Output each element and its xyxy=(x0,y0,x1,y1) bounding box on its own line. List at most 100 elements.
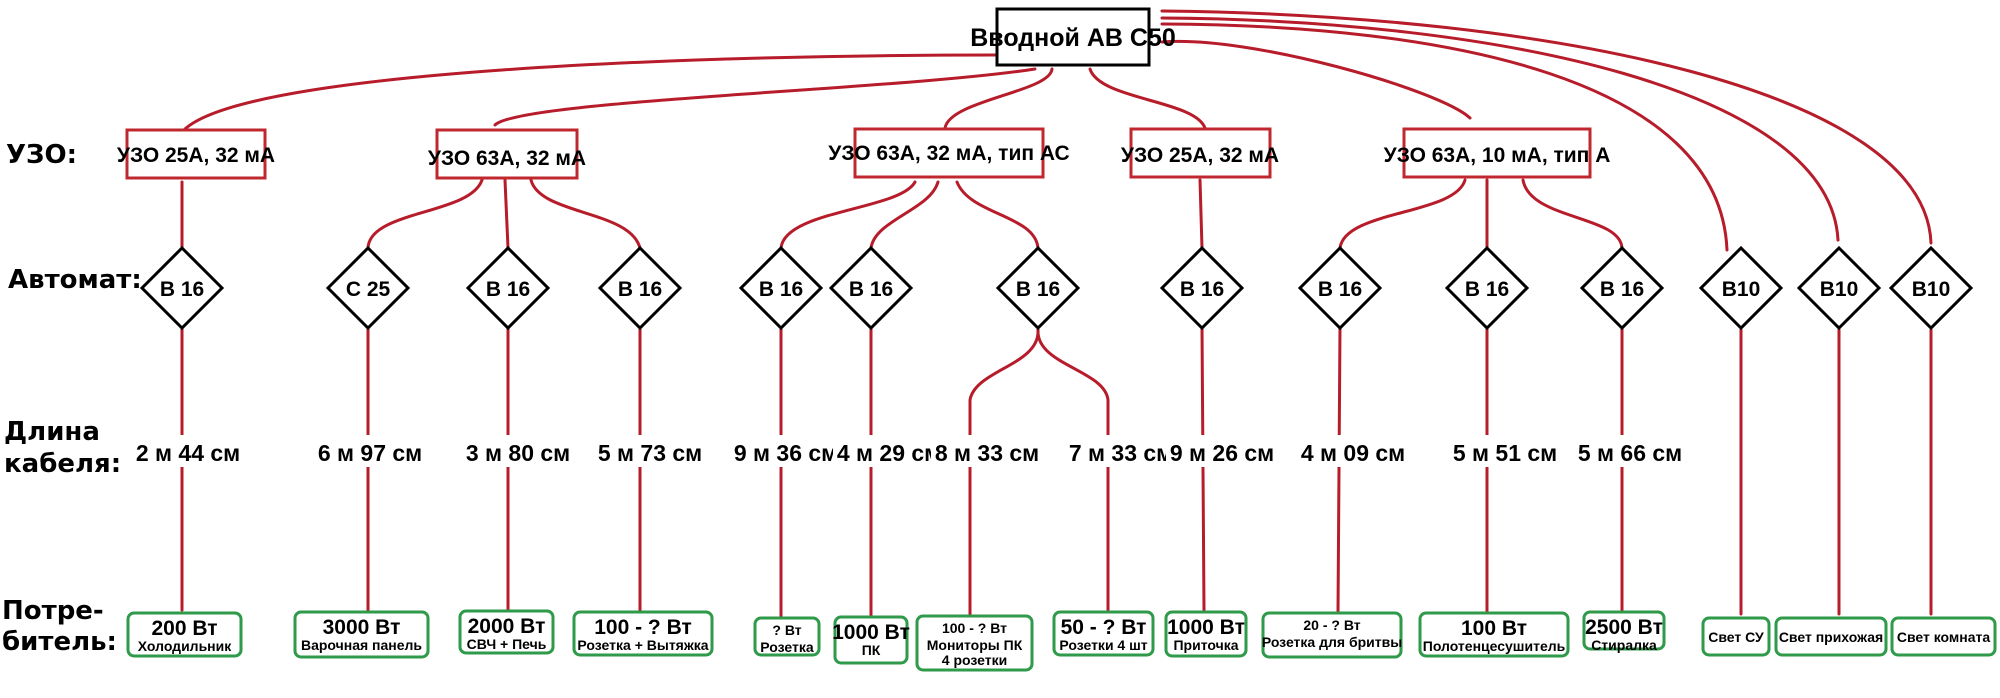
consumer-box xyxy=(1582,610,1666,651)
cable-length-label: 5 м 73 см xyxy=(598,440,702,466)
consumer-name: Варочная панель xyxy=(301,637,422,653)
consumer-name: Приточка xyxy=(1173,637,1238,653)
rcd-4[interactable]: УЗО 25А, 32 мА xyxy=(1121,127,1279,179)
breaker-diamond xyxy=(465,245,551,331)
wire-main-to-rcd-5 xyxy=(1160,39,1472,120)
rcd-1[interactable]: УЗО 25А, 32 мА xyxy=(117,128,275,180)
row-labels: УЗО: Автомат: Длина кабеля: Потре- бител… xyxy=(2,140,142,657)
cable-length-11: 5 м 51 см xyxy=(1449,435,1561,467)
cable-length-10: 4 м 09 см xyxy=(1297,435,1409,467)
rcd-3[interactable]: УЗО 63А, 32 мА, тип АС xyxy=(828,127,1070,179)
breaker-8[interactable]: B 16 xyxy=(1159,245,1245,331)
breaker-9[interactable]: B 16 xyxy=(1297,245,1383,331)
consumer-box xyxy=(1890,616,1997,657)
wire-rcd-3-to-breaker-7 xyxy=(955,180,1040,250)
rcd-2[interactable]: УЗО 63А, 32 мА xyxy=(428,128,586,180)
consumer-name: Свет прихожая xyxy=(1779,629,1883,645)
consumer-power: 100 - ? Вт xyxy=(942,620,1007,636)
rcd-label: УЗО 63А, 10 мА, тип А xyxy=(1384,144,1611,167)
cable-length-9: 9 м 26 см xyxy=(1166,435,1278,467)
consumer-power: 3000 Вт xyxy=(323,616,401,639)
cable-length-1: 2 м 44 см xyxy=(132,435,244,467)
breaker-5[interactable]: B 16 xyxy=(738,245,824,331)
breaker-1[interactable]: B 16 xyxy=(139,245,225,331)
consumer-13[interactable]: Свет СУ xyxy=(1701,616,1771,657)
rcd-label: УЗО 25А, 32 мА xyxy=(117,144,275,167)
consumer-box xyxy=(458,609,555,655)
cable-length-7: 8 м 33 см xyxy=(931,435,1043,467)
breaker-diamond xyxy=(1698,245,1784,331)
cable-length-label: 2 м 44 см xyxy=(136,440,240,466)
breaker-label: B 16 xyxy=(160,278,204,301)
rcd-box xyxy=(1402,127,1592,179)
breaker-3[interactable]: B 16 xyxy=(465,245,551,331)
breaker-diamond xyxy=(139,245,225,331)
row-label-rcd: УЗО: xyxy=(6,140,77,170)
cable-length-background xyxy=(1065,435,1177,467)
wire-breaker-9-to-consumer-10 xyxy=(1336,325,1342,614)
consumer-14[interactable]: Свет прихожая xyxy=(1774,616,1888,657)
breaker-4[interactable]: B 16 xyxy=(597,245,683,331)
consumer-15[interactable]: Свет комната xyxy=(1890,616,1997,657)
breaker-label: B 16 xyxy=(1180,278,1224,301)
wire-main-to-rcd-2 xyxy=(493,67,1037,127)
rcd-box xyxy=(1129,127,1272,179)
cable-length-background xyxy=(314,435,426,467)
breaker-11[interactable]: B 16 xyxy=(1579,245,1665,331)
cable-length-6: 4 м 29 см xyxy=(833,435,945,467)
breaker-7[interactable]: B 16 xyxy=(995,245,1081,331)
breaker-diamond xyxy=(1297,245,1383,331)
main-breaker-box xyxy=(995,7,1151,67)
main-breaker[interactable]: Вводной АВ С50 xyxy=(970,7,1176,67)
cable-length-5: 9 м 36 см xyxy=(730,435,842,467)
cable-length-background xyxy=(1166,435,1278,467)
row-label-breaker: Автомат: xyxy=(8,265,142,295)
wire-rcd-2-to-breaker-2 xyxy=(366,178,484,250)
consumer-power: 1000 Вт xyxy=(1167,616,1245,639)
cable-length-label: 9 м 36 см xyxy=(734,440,838,466)
breaker-14[interactable]: B10 xyxy=(1888,245,1974,331)
consumer-power: 2500 Вт xyxy=(1585,616,1663,639)
rcd-label: УЗО 25А, 32 мА xyxy=(1121,144,1279,167)
consumer-power: 20 - ? Вт xyxy=(1303,617,1360,633)
breaker-label: B 16 xyxy=(1016,278,1060,301)
breaker-6[interactable]: B 16 xyxy=(828,245,914,331)
breaker-12[interactable]: B10 xyxy=(1698,245,1784,331)
rcd-box xyxy=(853,127,1045,179)
wire-main-to-light-1 xyxy=(1160,22,1729,252)
breaker-2[interactable]: C 25 xyxy=(325,245,411,331)
consumer-name: ПК xyxy=(862,642,881,658)
consumer-power: 100 - ? Вт xyxy=(594,616,692,639)
consumer-box xyxy=(1774,616,1888,657)
rcd-5[interactable]: УЗО 63А, 10 мА, тип А xyxy=(1384,127,1611,179)
consumer-power: 50 - ? Вт xyxy=(1061,616,1147,639)
breaker-label: B10 xyxy=(1912,278,1951,301)
row-label-cable-line2: кабеля: xyxy=(4,449,121,479)
consumer-name: Розетка + Вытяжка xyxy=(577,637,708,653)
consumer-name: Холодильник xyxy=(138,638,232,654)
cable-length-label: 5 м 66 см xyxy=(1578,440,1682,466)
consumer-name: Полотенцесушитель xyxy=(1423,638,1566,654)
cable-length-label: 5 м 51 см xyxy=(1453,440,1557,466)
breaker-10[interactable]: B 16 xyxy=(1444,245,1530,331)
breaker-diamond xyxy=(828,245,914,331)
breaker-diamond xyxy=(1159,245,1245,331)
breaker-13[interactable]: B10 xyxy=(1796,245,1882,331)
cable-length-label: 9 м 26 см xyxy=(1170,440,1274,466)
